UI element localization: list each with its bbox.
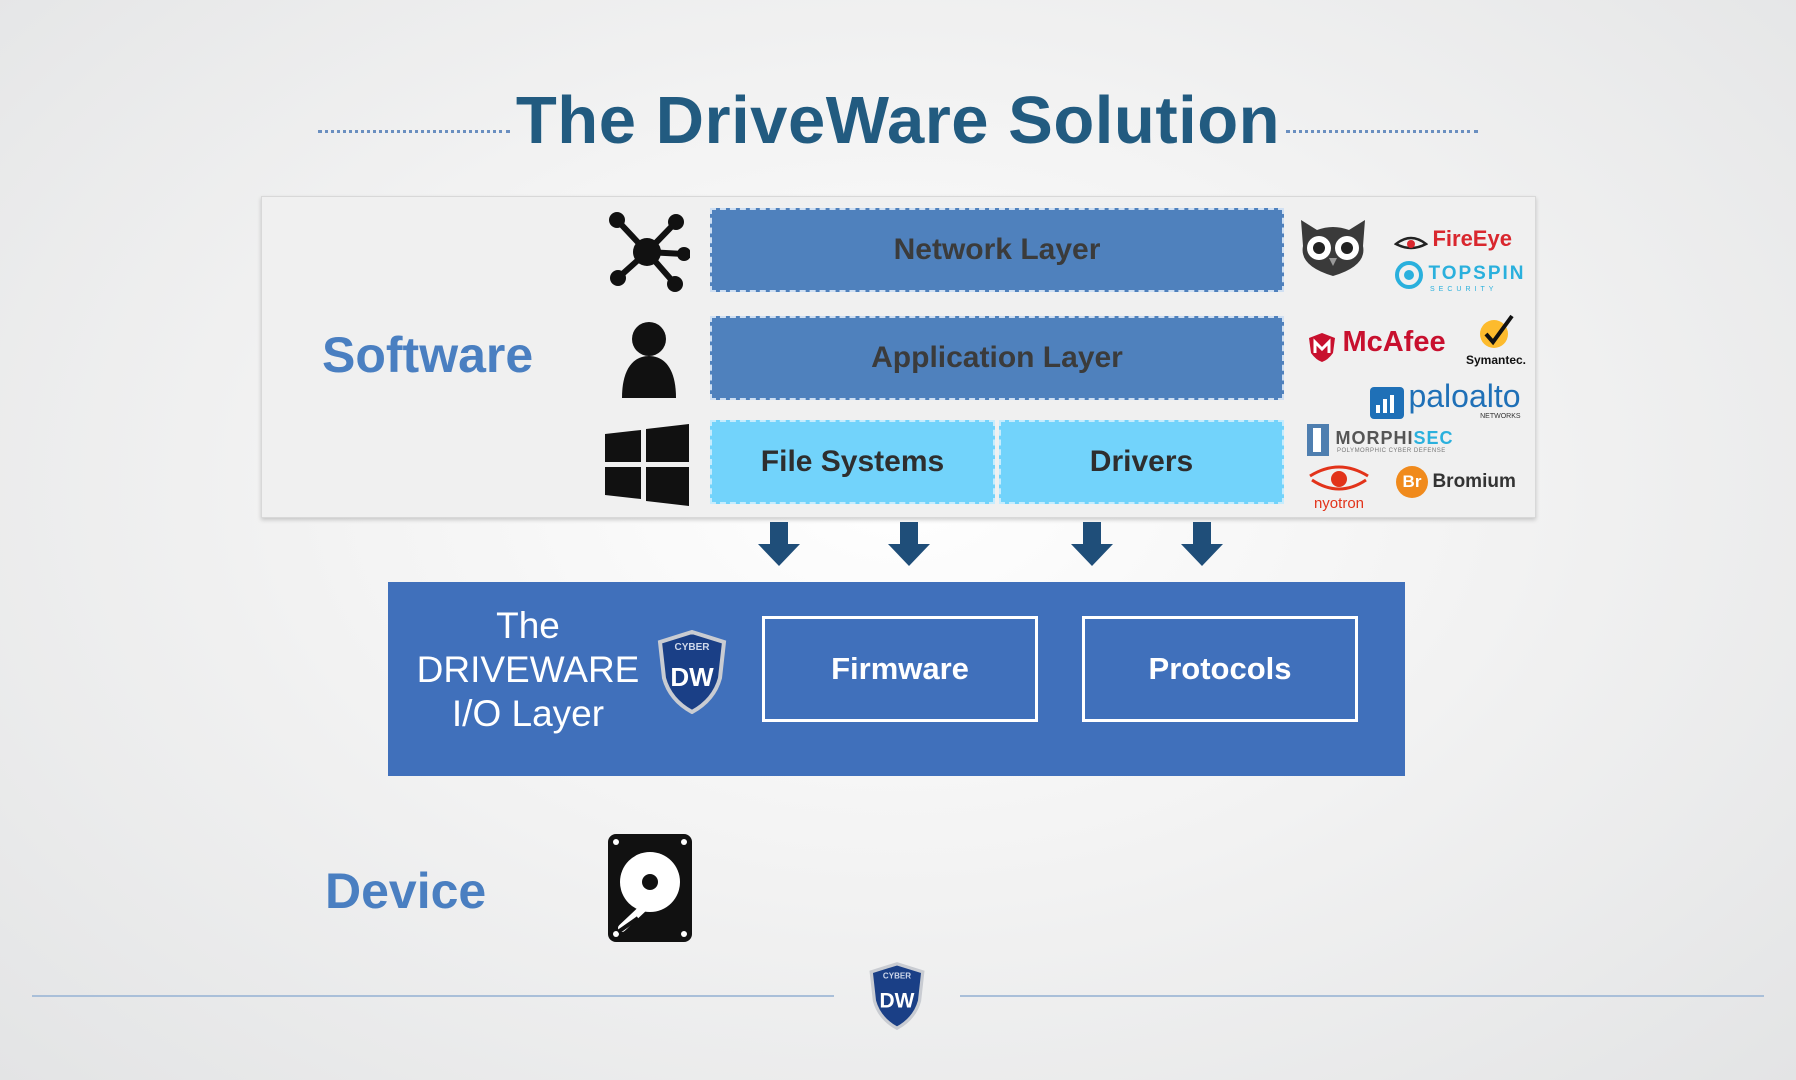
application-layer: Application Layer	[710, 316, 1284, 400]
fireeye-logo: FireEye	[1393, 226, 1512, 252]
fireeye-eye-icon	[1393, 236, 1429, 250]
driveware-shield-icon: CYBER DW	[657, 630, 727, 714]
device-label: Device	[325, 863, 487, 919]
footer-rule-right	[960, 995, 1764, 997]
topspin-logo: TOPSPIN SECURITY	[1394, 260, 1526, 293]
arrow-down-icon	[758, 522, 800, 566]
title-dots-left	[318, 130, 510, 133]
drivers-layer: Drivers	[999, 420, 1284, 504]
morphisec-logo: MORPHISEC POLYMORPHIC CYBER DEFENSE	[1305, 422, 1453, 456]
title-dots-right	[1286, 130, 1478, 133]
symantec-check-icon	[1480, 314, 1514, 348]
firmware-box: Firmware	[762, 616, 1038, 722]
arrow-down-icon	[1071, 522, 1113, 566]
svg-text:DW: DW	[880, 989, 915, 1012]
io-layer-title: The DRIVEWARE I/O Layer	[416, 605, 640, 734]
protocols-box: Protocols	[1082, 616, 1358, 722]
svg-text:CYBER: CYBER	[674, 642, 710, 653]
driveware-io-panel	[388, 582, 1405, 776]
page-title: The DriveWare Solution	[515, 83, 1281, 158]
software-label: Software	[322, 327, 534, 383]
paloalto-logo: paloalto NETWORKS	[1370, 378, 1521, 420]
footer-shield-icon: CYBER DW	[869, 962, 925, 1030]
bromium-mark-icon: Br	[1396, 466, 1428, 498]
paloalto-bars-icon	[1370, 386, 1404, 419]
hard-drive-icon	[608, 834, 692, 942]
network-icon	[609, 212, 690, 292]
user-icon	[622, 322, 676, 398]
symantec-logo: Symantec.	[1462, 312, 1530, 367]
arrow-down-icon	[888, 522, 930, 566]
nyotron-eye-icon	[1309, 465, 1369, 491]
svg-text:CYBER: CYBER	[883, 971, 911, 980]
svg-text:DW: DW	[670, 662, 714, 692]
nyotron-logo: nyotron	[1303, 462, 1375, 512]
topspin-swirl-icon	[1395, 261, 1423, 289]
network-layer: Network Layer	[710, 208, 1284, 292]
footer-rule-left	[32, 995, 834, 997]
arrow-down-icon	[1181, 522, 1223, 566]
file-systems-layer: File Systems	[710, 420, 995, 504]
bromium-logo: Br Bromium	[1396, 466, 1516, 498]
mcafee-shield-icon	[1309, 332, 1335, 362]
owl-logo-icon	[1301, 220, 1365, 276]
mcafee-logo: McAfee	[1306, 326, 1446, 363]
windows-icon	[605, 424, 689, 506]
morphisec-mark-icon	[1307, 424, 1329, 456]
